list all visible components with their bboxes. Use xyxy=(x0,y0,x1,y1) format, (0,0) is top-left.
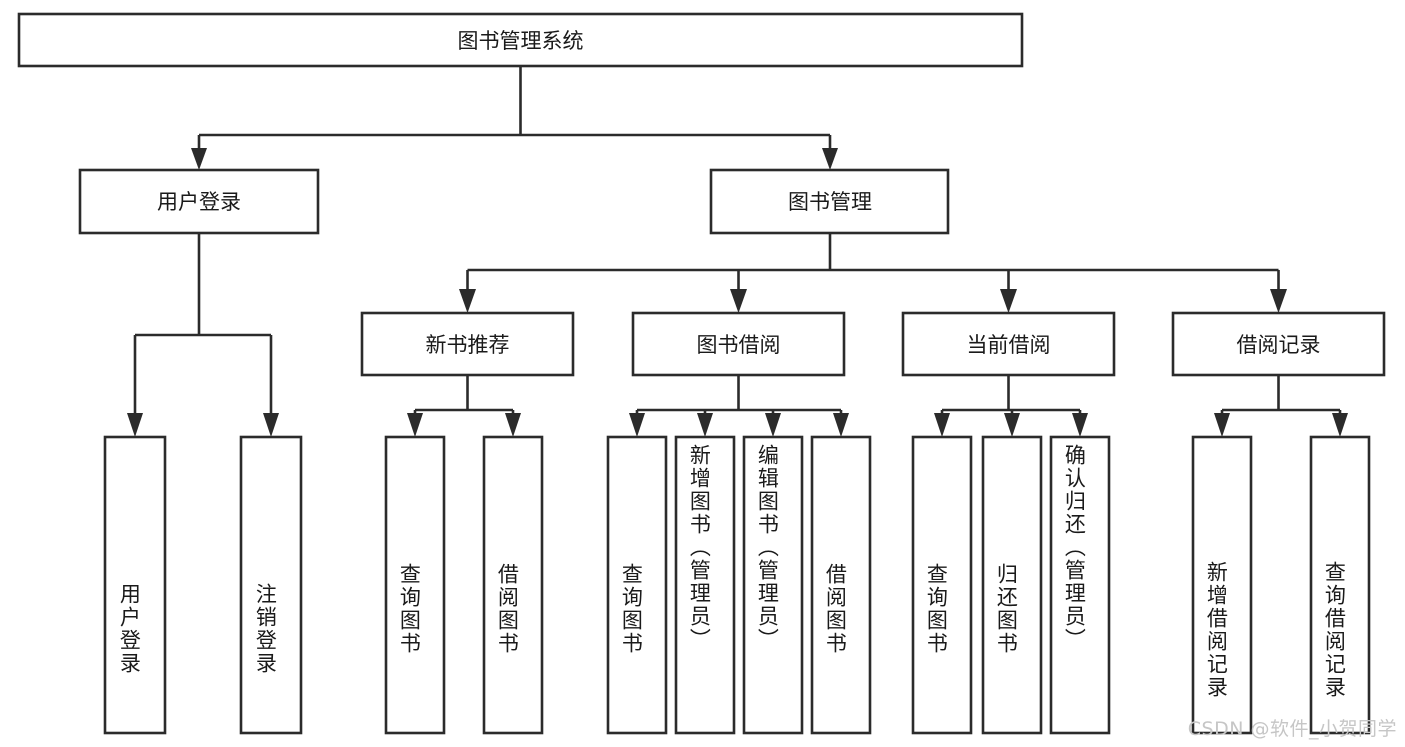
connector-records-to-leaves xyxy=(1214,375,1348,437)
leaf-box-edit-book-admin[interactable] xyxy=(742,435,804,735)
leaf-box-query-books-current[interactable] xyxy=(911,435,973,735)
connector-books-to-level3 xyxy=(459,233,1287,313)
leaf-box-borrow-book[interactable] xyxy=(810,435,872,735)
leaf-boxes xyxy=(103,435,1371,735)
leaf-box-return-book[interactable] xyxy=(981,435,1043,735)
leaf-box-add-borrow-record[interactable] xyxy=(1191,435,1253,735)
leaf-box-query-books-rec[interactable] xyxy=(384,435,446,735)
node-root-label: 图书管理系统 xyxy=(458,29,584,53)
node-book-borrow-label: 图书借阅 xyxy=(697,333,781,357)
leaf-box-logout[interactable] xyxy=(239,435,303,735)
connector-login-to-leaves xyxy=(127,233,279,437)
node-current-borrow[interactable]: 当前借阅 xyxy=(901,311,1116,377)
leaf-box-confirm-return-admin[interactable] xyxy=(1049,435,1111,735)
node-current-borrow-label: 当前借阅 xyxy=(967,333,1051,357)
node-user-login-label: 用户登录 xyxy=(157,190,241,214)
leaf-box-user-login[interactable] xyxy=(103,435,167,735)
leaf-box-add-book-admin[interactable] xyxy=(674,435,736,735)
leaf-box-query-borrow-record[interactable] xyxy=(1309,435,1371,735)
node-user-login[interactable]: 用户登录 xyxy=(78,168,320,235)
connector-root-to-level2 xyxy=(191,66,838,170)
connector-newbooks-to-leaves xyxy=(407,375,521,437)
node-new-book-recommend-label: 新书推荐 xyxy=(426,333,510,357)
leaf-box-borrow-books-rec[interactable] xyxy=(482,435,544,735)
node-borrow-records-label: 借阅记录 xyxy=(1237,333,1321,357)
connector-borrow-to-leaves xyxy=(629,375,849,437)
leaf-box-query-books-borrow[interactable] xyxy=(606,435,668,735)
node-borrow-records[interactable]: 借阅记录 xyxy=(1171,311,1386,377)
node-root-system[interactable]: 图书管理系统 xyxy=(17,12,1024,68)
node-book-borrow[interactable]: 图书借阅 xyxy=(631,311,846,377)
node-book-management-label: 图书管理 xyxy=(788,190,872,214)
connector-current-to-leaves xyxy=(934,375,1088,437)
node-book-management[interactable]: 图书管理 xyxy=(709,168,950,235)
csdn-watermark: CSDN @软件_小贺同学 xyxy=(1187,718,1397,740)
node-new-book-recommend[interactable]: 新书推荐 xyxy=(360,311,575,377)
